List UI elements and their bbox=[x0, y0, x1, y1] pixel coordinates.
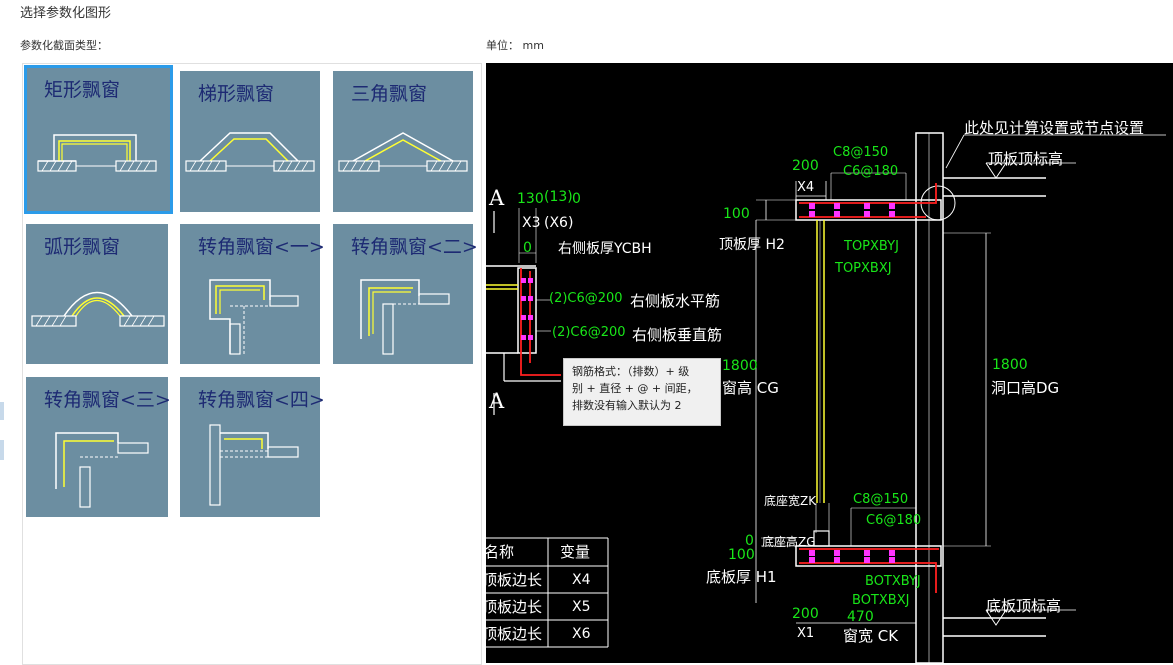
corner-bay-window-3-icon bbox=[55, 432, 149, 508]
thumb-trapezoid-bay-window[interactable]: 梯形飘窗 bbox=[180, 71, 320, 212]
rebar-right-vert-code: (2)C6@200 bbox=[552, 325, 626, 340]
dialog-title: 选择参数化图形 bbox=[20, 6, 112, 21]
var-topxbyj: TOPXBYJ bbox=[844, 239, 899, 254]
base-height-label: 底座高ZG bbox=[762, 535, 816, 549]
tooltip-line: 排数没有输入默认为 2 bbox=[572, 399, 682, 412]
thumb-label: 矩形飘窗 bbox=[44, 79, 121, 101]
arc-bay-window-icon bbox=[31, 291, 165, 327]
rebar-c6-180-bottom: C6@180 bbox=[866, 513, 922, 528]
thumb-label: 转角飘窗<二> bbox=[351, 236, 478, 258]
section-mark-a-bottom: A bbox=[489, 389, 505, 413]
thumb-label: 转角飘窗<一> bbox=[198, 236, 325, 258]
dim-0-top: 0 bbox=[572, 191, 581, 207]
tooltip-line: 钢筋格式：（排数）+ 级 bbox=[572, 365, 690, 378]
dim-1800-right: 1800 bbox=[992, 357, 1028, 373]
table-row-name: 顶板边长 bbox=[486, 571, 543, 589]
table-row-name: 顶板边长 bbox=[486, 625, 543, 643]
left-edge-fragment bbox=[0, 440, 4, 460]
dim-200-bottom: 200 bbox=[792, 606, 819, 622]
dim-200-top: 200 bbox=[792, 158, 819, 174]
dim-0-left: 0 bbox=[523, 240, 532, 256]
corner-bay-window-2-icon bbox=[360, 279, 450, 355]
thumb-label: 梯形飘窗 bbox=[198, 83, 275, 105]
unit-label: 单位： mm bbox=[486, 39, 544, 52]
thumb-label: 弧形飘窗 bbox=[44, 236, 121, 258]
thumb-rect-bay-window[interactable]: 矩形飘窗 bbox=[24, 65, 173, 214]
table-row-var: X5 bbox=[572, 599, 591, 615]
thumb-corner-bay-window-1[interactable]: 转角飘窗<一> bbox=[180, 224, 325, 364]
tooltip-line: 别 + 直径 + @ + 间距， bbox=[572, 382, 698, 395]
rect-bay-window-icon bbox=[37, 134, 157, 172]
section-type-label: 参数化截面类型： bbox=[20, 39, 108, 52]
bottom-slab-thickness: 底板厚 H1 bbox=[706, 568, 777, 586]
section-type-grid: 矩形飘窗 梯形飘窗 三角飘窗 bbox=[22, 63, 482, 665]
base-width-label: 底座宽ZK bbox=[764, 494, 817, 508]
var-x4: X4 bbox=[797, 180, 815, 195]
top-slab-thickness: 顶板厚 H2 bbox=[719, 237, 785, 253]
table-row-var: X4 bbox=[572, 572, 591, 588]
thumb-arc-bay-window[interactable]: 弧形飘窗 bbox=[26, 224, 168, 364]
thumb-label: 转角飘窗<三> bbox=[44, 389, 171, 411]
corner-bay-window-1-icon bbox=[209, 279, 299, 355]
rebar-format-tooltip: 钢筋格式：（排数）+ 级 别 + 直径 + @ + 间距， 排数没有输入默认为 … bbox=[563, 358, 721, 426]
right-plate-vertical-rebar: 右侧板垂直筋 bbox=[632, 326, 723, 344]
table-row-var: X6 bbox=[572, 626, 591, 642]
var-x6: (X6) bbox=[544, 215, 574, 231]
dim-0-bottom: 0 bbox=[745, 533, 754, 549]
dim-100-bottom: 100 bbox=[728, 547, 755, 563]
top-elevation-label: 顶板顶标高 bbox=[988, 150, 1064, 168]
var-x3: X3 bbox=[522, 215, 541, 231]
thumb-label: 转角飘窗<四> bbox=[198, 389, 325, 411]
opening-height-label: 洞口高DG bbox=[991, 379, 1060, 397]
var-botxbxj: BOTXBXJ bbox=[852, 593, 910, 608]
dim-130: 130 bbox=[517, 191, 544, 207]
trapezoid-bay-window-icon bbox=[185, 132, 315, 172]
rebar-c8-150-top: C8@150 bbox=[833, 145, 889, 160]
thumb-corner-bay-window-3[interactable]: 转角飘窗<三> bbox=[26, 377, 171, 517]
bay-window-section-drawing bbox=[486, 132, 1166, 663]
dim-13: (13) bbox=[544, 189, 573, 205]
dim-100-top: 100 bbox=[723, 206, 750, 222]
triangle-bay-window-icon bbox=[338, 132, 468, 172]
corner-bay-window-4-icon bbox=[209, 424, 299, 506]
var-topxbxj: TOPXBXJ bbox=[835, 261, 892, 276]
table-header-variable: 变量 bbox=[560, 543, 591, 561]
dim-470: 470 bbox=[847, 609, 874, 625]
right-plate-thickness: 右侧板厚YCBH bbox=[558, 241, 652, 257]
var-botxbyj: BOTXBYJ bbox=[865, 574, 921, 589]
var-x1: X1 bbox=[797, 626, 815, 641]
rebar-c8-150-bottom: C8@150 bbox=[853, 492, 909, 507]
table-row-name: 顶板边长 bbox=[486, 598, 543, 616]
note-calc-settings: 此处见计算设置或节点设置 bbox=[964, 119, 1145, 137]
bottom-elevation-label: 底板顶标高 bbox=[986, 597, 1062, 615]
window-height-label: 窗高 CG bbox=[722, 379, 779, 397]
dim-1800-left: 1800 bbox=[722, 358, 758, 374]
thumb-triangle-bay-window[interactable]: 三角飘窗 bbox=[333, 71, 473, 212]
right-plate-horizontal-rebar: 右侧板水平筋 bbox=[630, 292, 721, 310]
rebar-c6-180-top: C6@180 bbox=[843, 164, 899, 179]
table-header-name: 名称 bbox=[486, 543, 515, 561]
section-mark-a-top: A bbox=[489, 186, 505, 210]
thumb-corner-bay-window-4[interactable]: 转角飘窗<四> bbox=[180, 377, 325, 517]
rebar-right-horiz-code: (2)C6@200 bbox=[549, 291, 623, 306]
thumb-corner-bay-window-2[interactable]: 转角飘窗<二> bbox=[333, 224, 478, 364]
left-edge-fragment bbox=[0, 402, 4, 420]
window-width-label: 窗宽 CK bbox=[843, 627, 899, 645]
thumb-label: 三角飘窗 bbox=[351, 83, 428, 105]
